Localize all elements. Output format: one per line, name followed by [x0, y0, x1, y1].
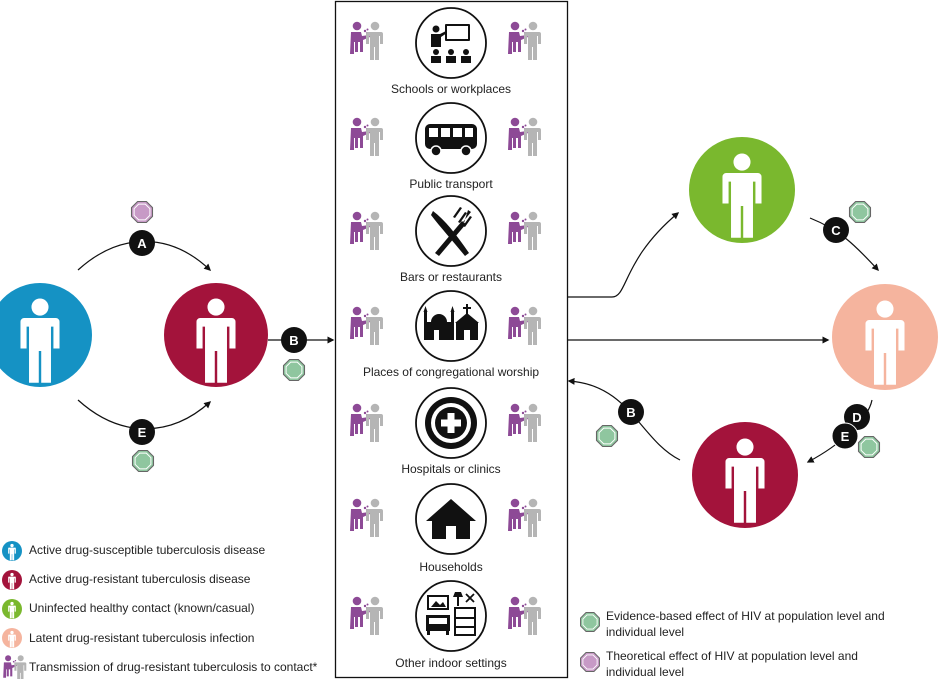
label-a: A	[129, 230, 155, 256]
label-e-left: E	[129, 419, 155, 445]
svg-text:E: E	[138, 425, 147, 440]
label-b-left: B	[281, 327, 307, 353]
label-c: C	[823, 217, 849, 243]
evidence-hiv-octagon-d-e	[857, 435, 881, 459]
svg-text:D: D	[852, 410, 861, 425]
setting-label-transport: Public transport	[409, 177, 493, 191]
theoretical-hiv-octagon-a	[130, 200, 154, 224]
svg-text:B: B	[289, 333, 298, 348]
legend-theoretical-octagon-icon	[580, 652, 600, 672]
setting-label-households: Households	[419, 560, 483, 574]
legend-uninfected-icon	[2, 599, 22, 619]
legend-drug-susceptible: Active drug-susceptible tuberculosis dis…	[29, 543, 266, 557]
svg-text:C: C	[831, 223, 841, 238]
drug-resistant-patient	[164, 283, 268, 387]
setting-icon-circle-schools	[415, 7, 487, 79]
house-icon	[426, 499, 476, 539]
evidence-hiv-octagon-c	[848, 200, 872, 224]
label-e-right: E	[831, 422, 859, 450]
bus-icon	[425, 124, 477, 157]
evidence-hiv-octagon-b-right	[595, 424, 619, 448]
legend-theoretical-line-2: individual level	[606, 665, 685, 679]
evidence-hiv-octagon-b	[282, 358, 306, 382]
setting-label-schools: Schools or workplaces	[390, 82, 512, 96]
latent-infection-contact	[832, 284, 938, 390]
setting-label-worship: Places of congregational worship	[362, 365, 540, 379]
legend-icons	[2, 541, 600, 679]
arrow-to-uninfected	[567, 212, 680, 298]
legend-evidence-line-2: individual level	[606, 625, 685, 639]
setting-label-other: Other indoor settings	[395, 656, 507, 670]
setting-label-bars: Bars or restaurants	[399, 270, 503, 284]
label-d: D	[844, 404, 870, 430]
drug-susceptible-patient	[0, 283, 92, 387]
legend-evidence-line-1: Evidence-based effect of HIV at populati…	[606, 609, 885, 623]
medical-cross-icon	[425, 397, 477, 449]
legend-uninfected: Uninfected healthy contact (known/casual…	[29, 601, 255, 615]
mosque-church-icon	[423, 304, 479, 340]
knife-fork-icon	[431, 207, 472, 256]
svg-text:B: B	[626, 405, 635, 420]
svg-text:E: E	[841, 429, 850, 444]
label-b-right: B	[618, 399, 644, 425]
drug-resistant-progressed-contact	[692, 422, 798, 528]
legend-drug-resistant: Active drug-resistant tuberculosis disea…	[29, 572, 251, 586]
legend-drug-resistant-icon	[2, 570, 22, 590]
legend-transmission-icon	[3, 655, 27, 679]
indoor-furniture-icon	[426, 592, 476, 636]
legend-evidence-octagon-icon	[580, 612, 600, 632]
teacher-classroom-icon	[431, 24, 471, 63]
legend-latent: Latent drug-resistant tuberculosis infec…	[29, 631, 255, 645]
legend-latent-icon	[2, 628, 22, 648]
arrow-c	[809, 217, 879, 272]
svg-text:A: A	[137, 236, 147, 251]
evidence-hiv-octagon-e	[131, 449, 155, 473]
legend-transmission: Transmission of drug-resistant tuberculo…	[29, 660, 318, 674]
setting-label-hospitals: Hospitals or clinics	[401, 462, 501, 476]
legend-drug-susceptible-icon	[2, 541, 22, 561]
uninfected-contact	[689, 137, 795, 243]
legend-theoretical-line-1: Theoretical effect of HIV at population …	[606, 649, 858, 663]
